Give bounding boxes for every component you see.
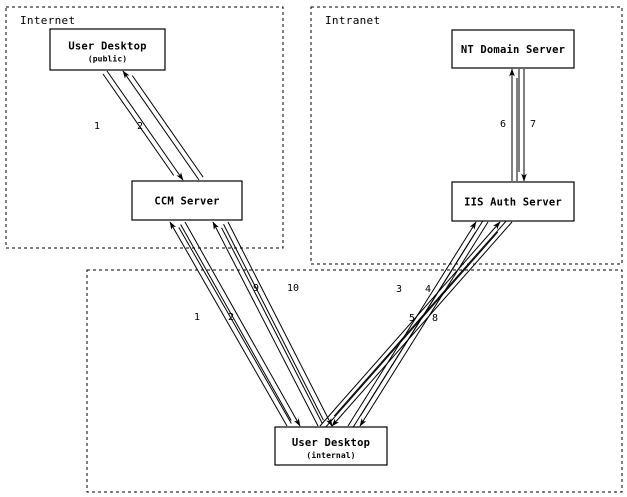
node-box-user-desktop-public[interactable] <box>49 28 166 71</box>
node-title-user-desktop-public: User Desktop <box>68 41 146 53</box>
edge-line-e1b <box>169 221 288 427</box>
edge-e4 <box>359 219 489 427</box>
node-ccm-server[interactable]: CCM Server <box>131 180 243 221</box>
edge-e2 <box>122 70 204 181</box>
zone-label-intranet: Intranet <box>325 14 380 27</box>
edge-line-shadow-e2 <box>131 75 204 178</box>
edges-layer <box>102 68 527 430</box>
zone-internet: Internet <box>5 6 284 249</box>
edge-line-e4 <box>359 221 489 427</box>
edge-label-e7: 7 <box>530 119 536 130</box>
edge-line-shadow-e2b <box>180 224 292 421</box>
zone-intranet: Intranet <box>310 6 623 265</box>
node-title-ccm-server: CCM Server <box>154 196 219 208</box>
edge-e9 <box>212 221 323 427</box>
edge-e1 <box>102 70 184 181</box>
edge-label-e5: 5 <box>409 313 415 324</box>
node-title-user-desktop-internal: User Desktop <box>292 437 370 449</box>
edge-e7 <box>518 69 527 182</box>
zone-label-internet: Internet <box>20 14 75 27</box>
edge-line-shadow-e5 <box>323 231 499 430</box>
edge-line-shadow-e1b <box>178 227 292 424</box>
node-box-ccm-server[interactable] <box>131 180 243 221</box>
edge-label-e2: 2 <box>137 121 143 132</box>
node-title-nt-domain-server: NT Domain Server <box>461 44 565 56</box>
edge-line-e5 <box>319 221 501 427</box>
node-box-iis-auth-server[interactable] <box>451 181 575 222</box>
edge-label-e6: 6 <box>500 119 506 130</box>
edge-line-e2b <box>184 221 301 427</box>
edge-line-e3 <box>347 221 477 427</box>
edge-label-e9: 9 <box>253 283 259 294</box>
node-box-user-desktop-internal[interactable] <box>274 426 388 466</box>
zones-layer: Internet Intranet <box>5 6 623 493</box>
edge-e3 <box>347 221 477 429</box>
edge-line-shadow-e1 <box>102 73 175 176</box>
edge-e8 <box>331 218 513 427</box>
edge-line-e1 <box>106 70 184 181</box>
zone-boundary-internet <box>5 6 284 249</box>
edge-label-e1b: 1 <box>194 312 200 323</box>
edge-line-e9 <box>212 221 319 427</box>
edge-e5 <box>319 221 501 430</box>
node-subtitle-user-desktop-public: (public) <box>88 54 127 64</box>
node-title-iis-auth-server: IIS Auth Server <box>464 197 562 209</box>
edge-line-shadow-e9 <box>221 227 323 424</box>
edge-line-e2 <box>122 70 200 181</box>
node-subtitle-user-desktop-internal: (internal) <box>306 450 355 460</box>
edge-e10 <box>223 221 333 427</box>
edge-labels-layer: 1 2 3 4 5 8 6 7 9 10 1 2 <box>94 119 536 324</box>
edge-e6 <box>509 68 518 181</box>
edge-label-e1: 1 <box>94 121 100 132</box>
node-user-desktop-public[interactable]: User Desktop(public) <box>49 28 166 71</box>
edge-label-e8: 8 <box>432 313 438 324</box>
edge-label-e3: 3 <box>396 284 402 295</box>
node-iis-auth-server[interactable]: IIS Auth Server <box>451 181 575 222</box>
edge-line-e8 <box>331 221 513 427</box>
edge-label-e4: 4 <box>425 284 431 295</box>
edge-e2b <box>180 221 301 427</box>
edge-line-shadow-e10 <box>223 224 324 421</box>
node-nt-domain-server[interactable]: NT Domain Server <box>451 29 575 69</box>
node-box-nt-domain-server[interactable] <box>451 29 575 69</box>
edge-label-e2b: 2 <box>228 312 234 323</box>
edge-label-e10: 10 <box>287 283 299 294</box>
zone-boundary-intranet <box>310 6 623 265</box>
edge-line-e10 <box>227 221 333 427</box>
edge-line-shadow-e8 <box>333 218 509 417</box>
node-user-desktop-internal[interactable]: User Desktop(internal) <box>274 426 388 466</box>
edge-e1b <box>169 221 292 427</box>
